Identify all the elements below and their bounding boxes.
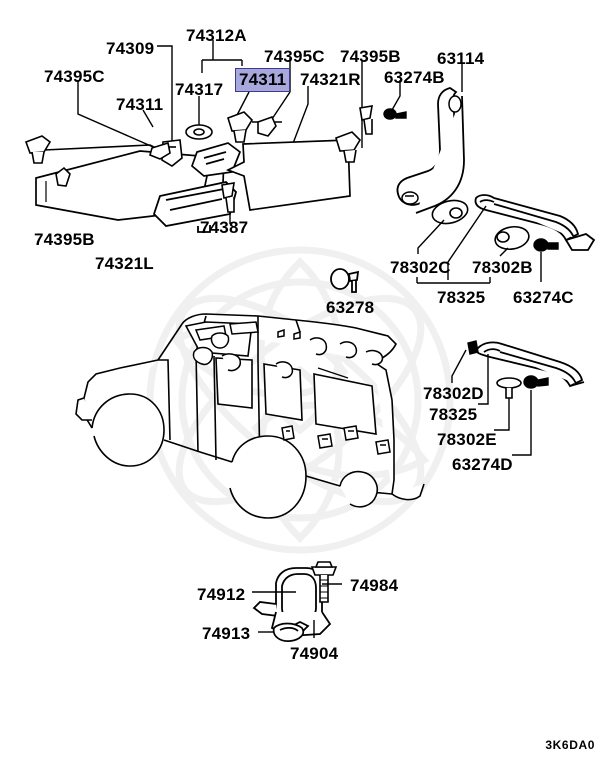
label-78302E: 78302E <box>437 430 497 449</box>
part-74317-grommet <box>185 124 213 140</box>
part-78302B-grommet <box>494 225 530 251</box>
label-74311-highlighted[interactable]: 74311 <box>235 68 291 92</box>
diagram-code: 3K6DA0 <box>545 738 595 752</box>
part-74913-cover <box>272 622 305 642</box>
label-63274D: 63274D <box>452 455 513 474</box>
part-78302D-clip <box>467 340 479 355</box>
visor-hook-right <box>227 111 254 143</box>
leader-lines-bottom <box>252 583 342 638</box>
label-74321R: 74321R <box>300 70 361 89</box>
label-74317: 74317 <box>175 80 224 99</box>
label-74984: 74984 <box>350 576 399 595</box>
leader-lines-right-mid <box>416 205 542 284</box>
label-63278: 63278 <box>326 298 375 317</box>
visor-left-rod <box>43 144 161 151</box>
label-74321L: 74321L <box>95 254 154 273</box>
label-74395B-bottom: 74395B <box>34 230 95 249</box>
vehicle-interior-parts <box>192 321 391 455</box>
label-74387: 74387 <box>200 218 249 237</box>
part-63274C-screw <box>533 238 559 252</box>
part-63278-hook <box>330 268 360 293</box>
label-74912: 74912 <box>197 585 246 604</box>
label-78325-upper: 78325 <box>437 288 486 307</box>
label-74309: 74309 <box>106 39 155 58</box>
vehicle-outline <box>75 313 425 519</box>
visor-hook-left <box>24 135 52 164</box>
label-74395C-left: 74395C <box>44 67 105 86</box>
label-74311-left: 74311 <box>116 95 164 114</box>
label-78325-lower: 78325 <box>429 405 478 424</box>
visor-clip-right <box>257 115 277 137</box>
part-74984-bolt <box>310 561 338 603</box>
label-63274C: 63274C <box>513 288 574 307</box>
part-74321R-screw <box>359 105 373 135</box>
label-78302D: 78302D <box>423 384 484 403</box>
assist-grip-78325-lower <box>475 341 585 388</box>
part-63274D-screw <box>523 375 549 389</box>
part-78302C-grommet <box>431 199 469 225</box>
part-74395C-left-clip <box>149 141 171 160</box>
part-63274B-screw <box>383 108 407 120</box>
part-74387-screw <box>221 182 235 213</box>
label-74395C-right: 74395C <box>264 47 325 66</box>
part-78302E-cap <box>496 377 522 399</box>
label-78302C: 78302C <box>390 258 451 277</box>
sun-visor-right <box>225 139 351 211</box>
assist-grip-78325-upper <box>474 194 596 251</box>
label-74913: 74913 <box>202 624 251 643</box>
label-74312A: 74312A <box>186 26 247 45</box>
visor-clip-left <box>55 166 71 187</box>
visor-hook-far-right <box>335 131 362 163</box>
label-63114: 63114 <box>437 49 485 68</box>
label-78302B: 78302B <box>472 258 533 277</box>
assist-grip-63114-mounts <box>401 95 462 205</box>
label-74904: 74904 <box>290 644 339 663</box>
label-74395B-top: 74395B <box>340 47 401 66</box>
leader-lines-right-lower <box>451 349 532 456</box>
assist-grip-63114 <box>396 87 465 214</box>
label-63274B: 63274B <box>384 68 445 87</box>
